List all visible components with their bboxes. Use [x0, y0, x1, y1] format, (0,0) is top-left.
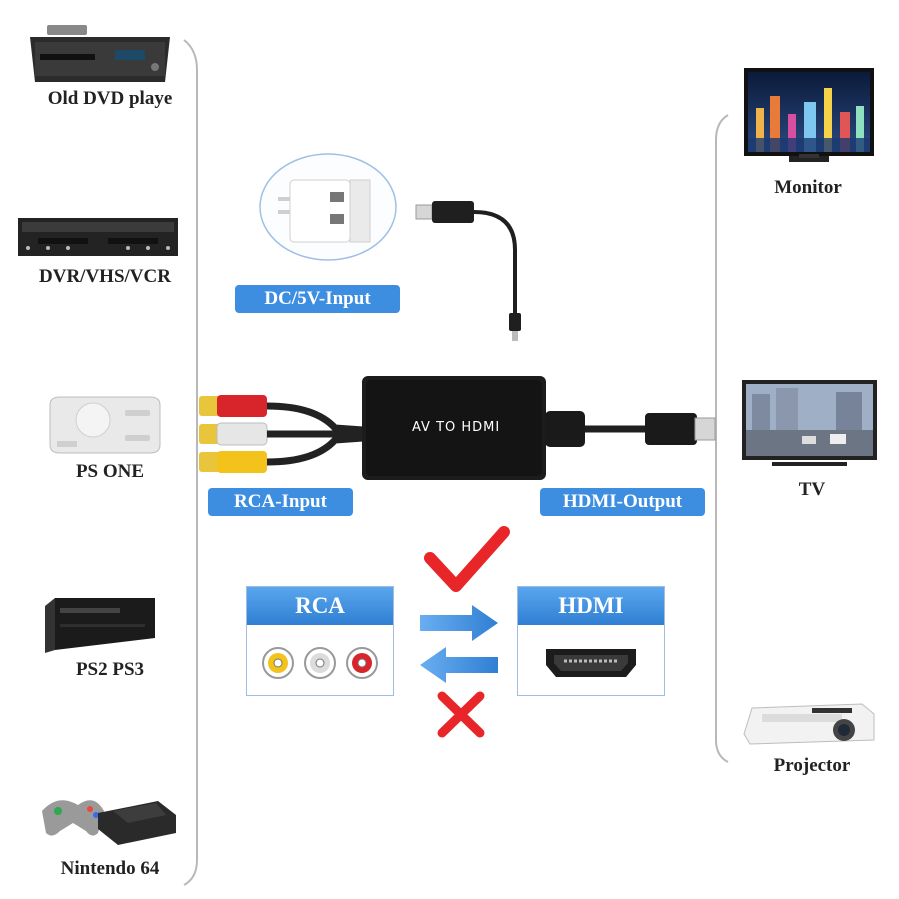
rca-panel: RCA — [246, 586, 394, 696]
av-to-hdmi-converter-box — [362, 376, 546, 480]
dvd-player-icon — [30, 25, 170, 82]
hdmi-port-icon — [546, 649, 636, 677]
vcr-icon — [18, 218, 178, 256]
hdmi-output-label: HDMI-Output — [540, 488, 705, 516]
rca-panel-title: RCA — [247, 587, 393, 625]
source-label-dvr-vhs-vcr: DVR/VHS/VCR — [39, 266, 171, 287]
output-label-tv: TV — [798, 479, 826, 500]
hdmi-cable-icon — [545, 411, 716, 447]
forward-arrow-icon — [420, 605, 498, 641]
cross-icon — [437, 691, 485, 738]
source-label-old-dvd: Old DVD playe — [47, 88, 173, 109]
monitor-icon — [744, 68, 874, 162]
hdmi-panel: HDMI — [517, 586, 665, 696]
rca-input-label: RCA-Input — [208, 488, 353, 516]
converter-box-text: AV TO HDMI — [412, 420, 501, 435]
projector-icon — [743, 703, 875, 745]
backward-arrow-icon — [420, 647, 498, 683]
dc-5v-input-label: DC/5V-Input — [235, 285, 400, 313]
source-label-nintendo-64: Nintendo 64 — [60, 858, 160, 879]
usb-power-adapter-icon — [259, 153, 397, 261]
ps2-console-icon — [45, 598, 155, 653]
source-label-ps2-ps3: PS2 PS3 — [75, 659, 145, 680]
source-label-ps-one: PS ONE — [75, 461, 145, 482]
hdmi-panel-title: HDMI — [518, 587, 664, 625]
output-label-projector: Projector — [773, 755, 851, 776]
nintendo-64-icon — [42, 800, 176, 845]
check-icon — [424, 526, 510, 592]
rca-jacks-icon — [262, 647, 378, 679]
rca-cable-icon — [199, 395, 364, 473]
ps-one-console-icon — [49, 396, 161, 454]
usb-cable-icon — [415, 201, 521, 341]
tv-icon — [742, 380, 877, 466]
output-label-monitor: Monitor — [774, 177, 842, 198]
